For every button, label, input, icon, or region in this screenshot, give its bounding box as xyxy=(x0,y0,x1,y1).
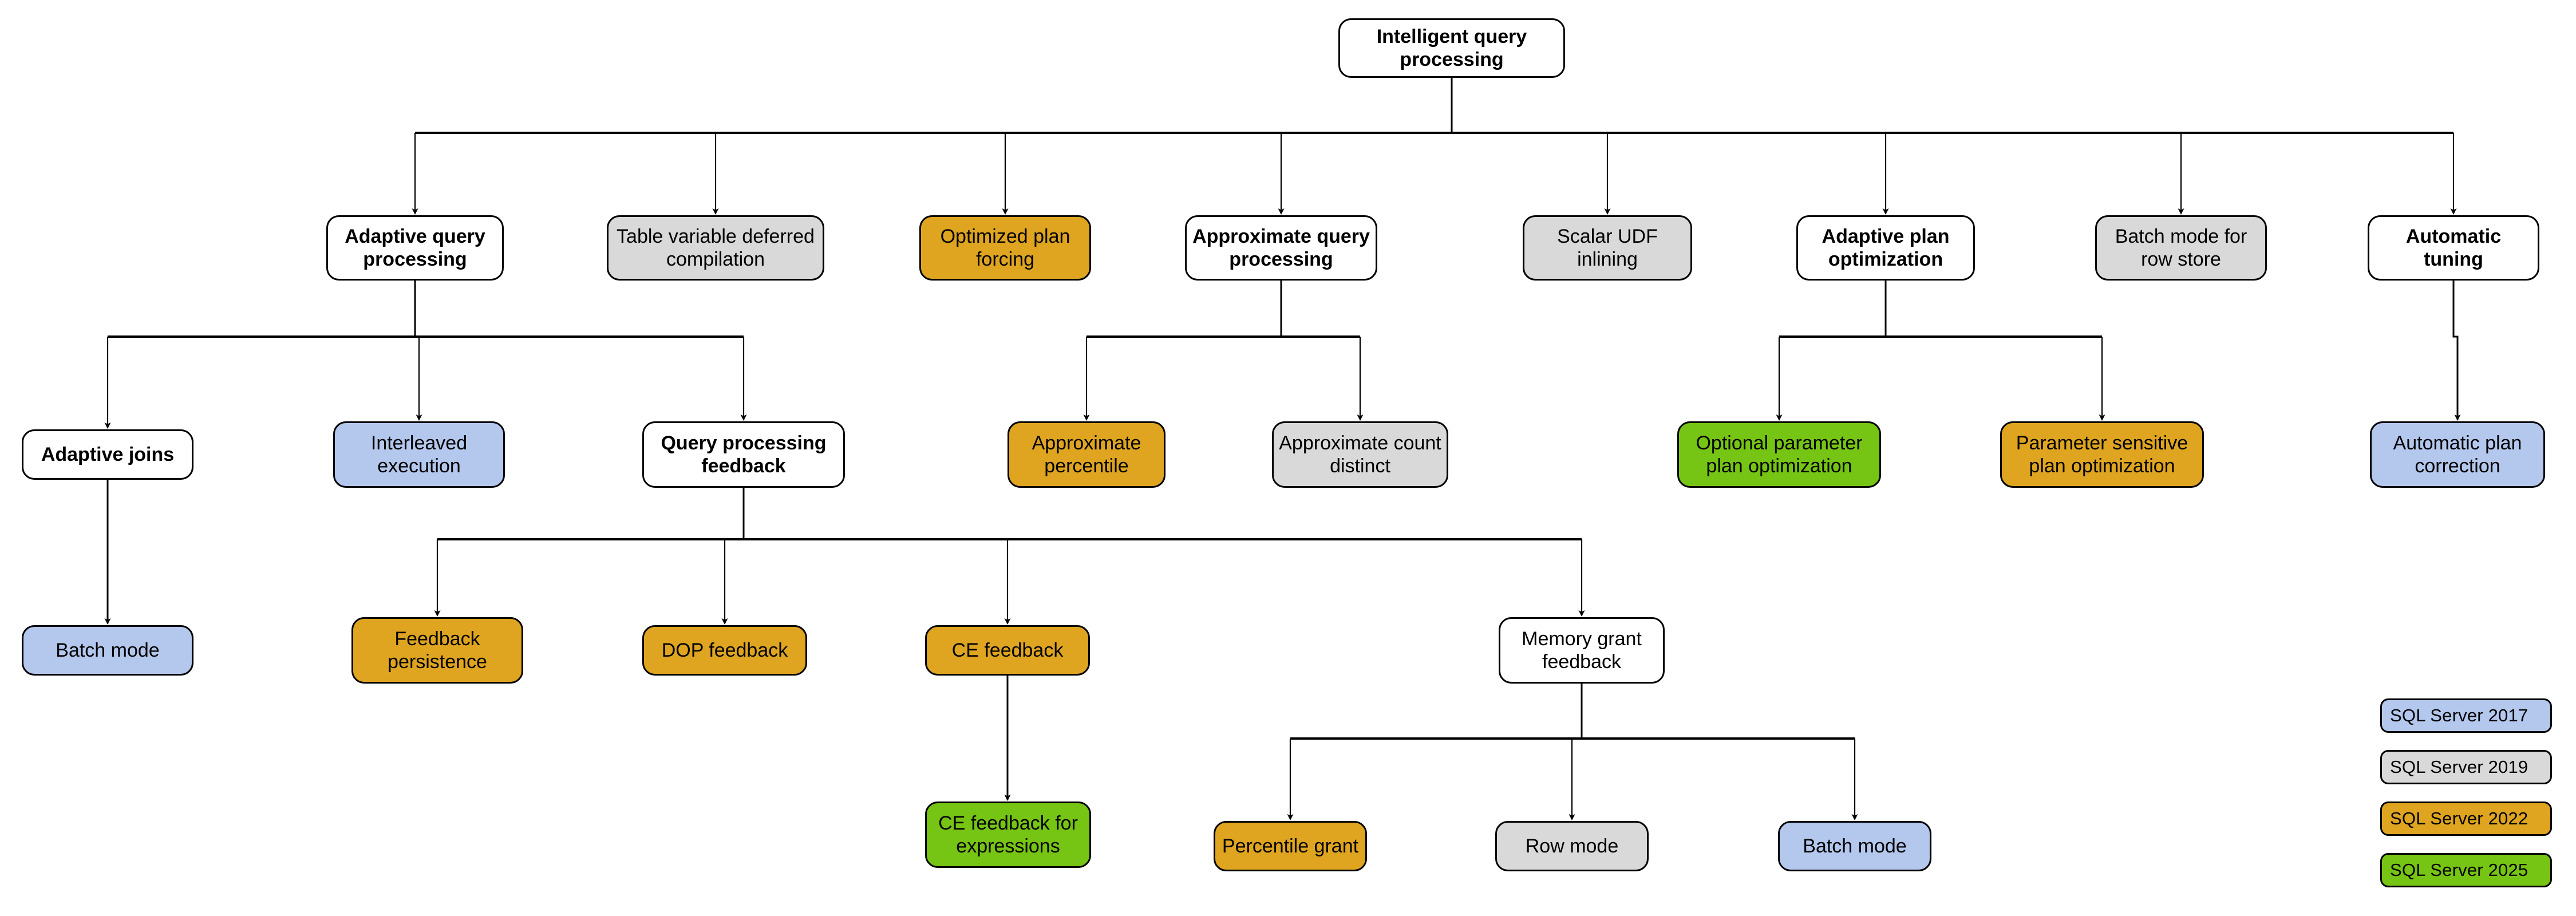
node-label: Row mode xyxy=(1525,835,1619,857)
node-label: Automatic tuning xyxy=(2405,225,2502,270)
connector xyxy=(2452,281,2461,421)
node-apc[interactable]: Automatic plan correction xyxy=(2370,421,2545,488)
node-label: Interleaved execution xyxy=(370,432,468,477)
node-dopfeedback[interactable]: DOP feedback xyxy=(642,625,807,676)
node-iqp[interactable]: Intelligent query processing xyxy=(1338,18,1565,78)
node-label: Memory grant feedback xyxy=(1522,627,1642,673)
node-apo[interactable]: Adaptive plan optimization xyxy=(1796,215,1975,281)
node-feedbackpers[interactable]: Feedback persistence xyxy=(351,617,523,684)
node-aqpx[interactable]: Approximate query processing xyxy=(1185,215,1377,281)
node-rowmode[interactable]: Row mode xyxy=(1495,821,1649,871)
node-memgrant[interactable]: Memory grant feedback xyxy=(1499,617,1665,684)
legend-label: SQL Server 2019 xyxy=(2390,757,2528,777)
node-approxpct[interactable]: Approximate percentile xyxy=(1008,421,1165,488)
node-label: Adaptive query processing xyxy=(345,225,485,270)
node-label: Feedback persistence xyxy=(388,627,487,673)
legend-item-sql2017: SQL Server 2017 xyxy=(2380,698,2552,733)
node-label: CE feedback for expressions xyxy=(938,812,1078,857)
node-label: Parameter sensitive plan optimization xyxy=(2016,432,2188,477)
node-udf[interactable]: Scalar UDF inlining xyxy=(1523,215,1692,281)
node-label: Adaptive plan optimization xyxy=(1822,225,1950,270)
node-label: Scalar UDF inlining xyxy=(1557,225,1658,270)
legend-item-sql2025: SQL Server 2025 xyxy=(2380,853,2552,887)
node-cefeedbackexpr[interactable]: CE feedback for expressions xyxy=(925,802,1091,868)
legend-item-sql2022: SQL Server 2022 xyxy=(2380,802,2552,836)
legend-item-sql2019: SQL Server 2019 xyxy=(2380,750,2552,784)
node-label: CE feedback xyxy=(951,639,1064,661)
node-label: Optional parameter plan optimization xyxy=(1696,432,1863,477)
node-batchmode2[interactable]: Batch mode xyxy=(1778,821,1931,871)
node-approxcount[interactable]: Approximate count distinct xyxy=(1272,421,1448,488)
node-label: Batch mode xyxy=(1803,835,1907,857)
node-label: Approximate count distinct xyxy=(1279,432,1441,477)
node-label: Batch mode for row store xyxy=(2115,225,2247,270)
node-opf[interactable]: Optimized plan forcing xyxy=(919,215,1091,281)
node-label: DOP feedback xyxy=(661,639,788,661)
node-label: Percentile grant xyxy=(1222,835,1359,857)
node-label: Optimized plan forcing xyxy=(940,225,1070,270)
node-label: Approximate percentile xyxy=(1032,432,1141,477)
node-label: Query processing feedback xyxy=(661,432,827,477)
node-oppo[interactable]: Optional parameter plan optimization xyxy=(1677,421,1881,488)
node-batchmode1[interactable]: Batch mode xyxy=(22,625,193,676)
node-autotune[interactable]: Automatic tuning xyxy=(2368,215,2539,281)
legend-label: SQL Server 2017 xyxy=(2390,705,2528,725)
node-interleaved[interactable]: Interleaved execution xyxy=(333,421,505,488)
node-tvdc[interactable]: Table variable deferred compilation xyxy=(607,215,824,281)
node-label: Table variable deferred compilation xyxy=(617,225,815,270)
node-percentilegrant[interactable]: Percentile grant xyxy=(1214,821,1367,871)
node-label: Adaptive joins xyxy=(41,443,175,465)
node-qpf[interactable]: Query processing feedback xyxy=(642,421,845,488)
node-aqp[interactable]: Adaptive query processing xyxy=(326,215,504,281)
legend-label: SQL Server 2022 xyxy=(2390,808,2528,828)
node-label: Approximate query processing xyxy=(1192,225,1370,270)
node-adaptivejoins[interactable]: Adaptive joins xyxy=(22,429,193,480)
node-cefeedback[interactable]: CE feedback xyxy=(925,625,1090,676)
node-label: Automatic plan correction xyxy=(2393,432,2522,477)
node-label: Batch mode xyxy=(56,639,160,661)
node-pspo[interactable]: Parameter sensitive plan optimization xyxy=(2000,421,2204,488)
node-bmrs[interactable]: Batch mode for row store xyxy=(2095,215,2267,281)
legend-label: SQL Server 2025 xyxy=(2390,860,2528,880)
node-label: Intelligent query processing xyxy=(1376,25,1527,70)
